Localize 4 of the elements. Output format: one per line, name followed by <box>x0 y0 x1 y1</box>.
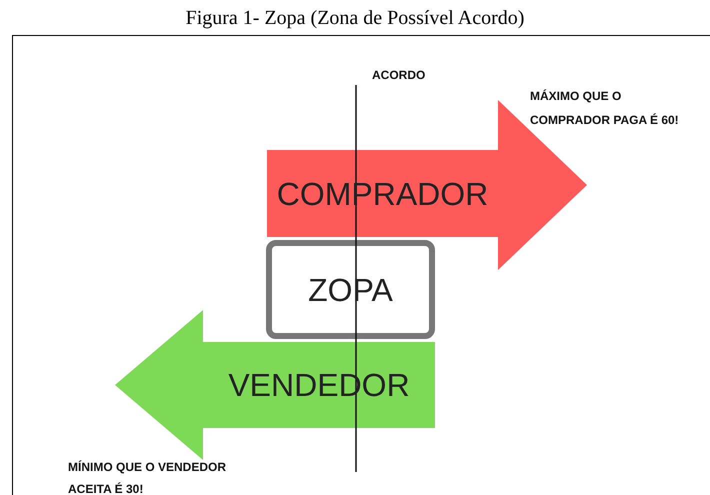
annotation-text: MÁXIMO QUE O COMPRADOR PAGA É 60! <box>530 88 680 129</box>
figure-title: Figura 1- Zopa (Zona de Possível Acordo) <box>184 6 526 30</box>
annotation-text: ACORDO <box>372 67 426 84</box>
annotation-text: MÍNIMO QUE O VENDEDOR ACEITA É 30! <box>68 459 228 495</box>
